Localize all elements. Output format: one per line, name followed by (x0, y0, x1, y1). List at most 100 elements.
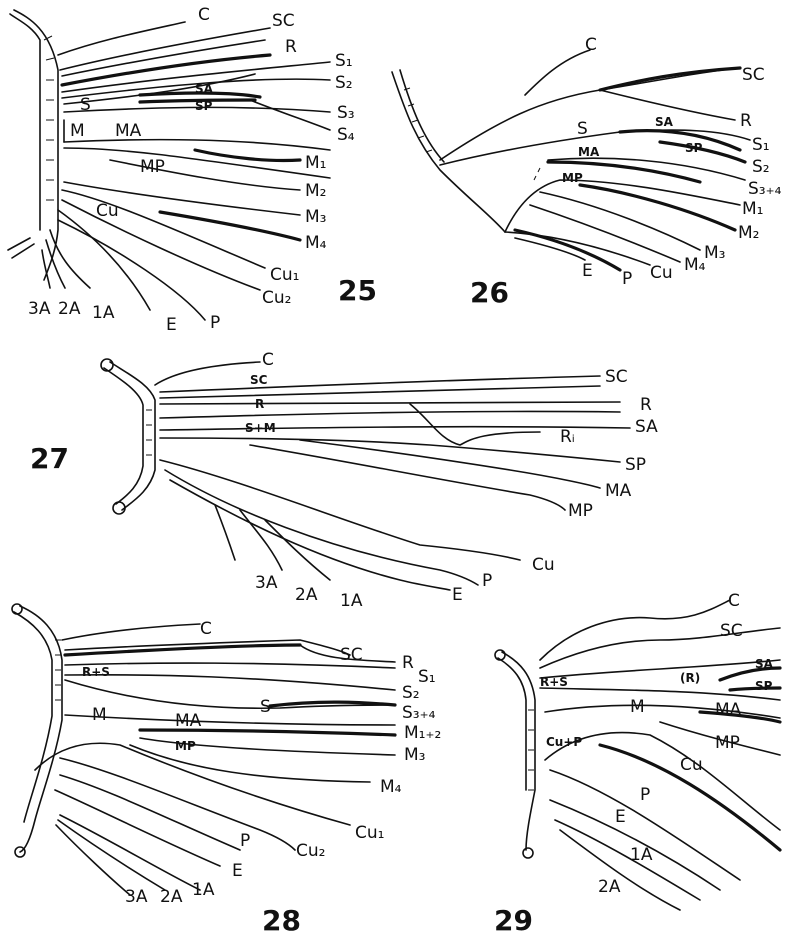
label-ma: MA (175, 711, 202, 731)
label-sp: SP (625, 455, 646, 475)
label-m3: M₃ (704, 243, 725, 263)
vein-1a (265, 520, 330, 580)
broken-stub (8, 238, 34, 258)
label-cu2: Cu₂ (262, 288, 291, 308)
vein-r-upper (160, 402, 620, 404)
figure-number-25: 25 (338, 274, 377, 307)
label-mp: MP (140, 157, 165, 177)
label-cu: Cu (532, 555, 555, 575)
vein-m12 (65, 715, 395, 725)
label-sa: SA (635, 417, 658, 437)
label-mp: MP (715, 733, 740, 753)
vein-r-lower (160, 411, 620, 418)
label-p: P (210, 313, 220, 333)
label-sa: SA (755, 657, 774, 671)
base-socket-bottom (523, 848, 533, 858)
label-c: C (198, 5, 210, 25)
vein-2a (560, 830, 680, 910)
label-e: E (615, 807, 626, 827)
label-3a: 3A (125, 887, 148, 907)
label-e: E (582, 261, 593, 281)
figure-27: C SC SC R R S+M Rᵢ SA SP MA MP Cu 3A 2A … (30, 350, 658, 611)
wing-base-inner (400, 70, 444, 162)
label-s: S (577, 119, 588, 139)
label-m4: M₄ (305, 233, 327, 253)
label-sa: SA (655, 115, 674, 129)
label-sc: SC (605, 367, 628, 387)
vein-c (540, 600, 730, 660)
vein-m4 (530, 205, 680, 262)
label-m3: M₃ (305, 207, 326, 227)
label-s2: S₂ (335, 73, 353, 93)
label-ri: Rᵢ (560, 427, 575, 447)
vein-ma (64, 140, 330, 150)
figure-25: C SC R S₁ S₂ SA SP S₃ S₄ S M MA MP M₁ M₂… (8, 5, 377, 335)
label-sc: SC (340, 645, 363, 665)
label-cu2: Cu₂ (296, 841, 325, 861)
base-hatching (146, 410, 152, 455)
label-m2: M₂ (738, 223, 759, 243)
label-cu1: Cu₁ (270, 265, 299, 285)
dotted-connector (534, 168, 540, 180)
figure-29: C SC R+S (R) SA SP M MA MP Cu+P Cu P E 1… (494, 591, 780, 937)
label-1a: 1A (92, 303, 115, 323)
label-e: E (232, 861, 243, 881)
label-s1: S₁ (335, 51, 353, 71)
label-mp: MP (175, 739, 196, 753)
label-s34: S₃₊₄ (748, 179, 782, 199)
vein-c (58, 22, 185, 55)
label-sp: SP (195, 99, 213, 113)
wing-base-inner (104, 368, 143, 504)
label-cu: Cu (96, 201, 119, 221)
vein-cu2 (60, 758, 295, 850)
label-s3: S₃ (337, 103, 355, 123)
vein-p (165, 470, 478, 585)
label-m4: M₄ (380, 777, 402, 797)
vein-1a (60, 815, 200, 890)
base-hatching (528, 710, 534, 790)
vein-sp (160, 438, 620, 462)
label-ma: MA (605, 481, 632, 501)
label-2a: 2A (160, 887, 183, 907)
vein-sc-upper (160, 376, 600, 392)
label-c: C (728, 591, 740, 611)
label-r: R (285, 37, 297, 57)
label-1a: 1A (630, 845, 653, 865)
figure-28: C SC R+S R S₁ S S₂ S₃₊₄ M MA M₁₊₂ MP M₃ … (12, 604, 441, 937)
vein-m3 (540, 192, 700, 250)
vein-cu1 (62, 190, 265, 268)
vein-m1 (195, 150, 300, 161)
label-ma: MA (715, 700, 742, 720)
label-m1: M₁ (305, 153, 326, 173)
vein-3a (56, 825, 130, 895)
figure-number-29: 29 (494, 904, 533, 937)
vein-2a (240, 510, 282, 570)
label-3a: 3A (255, 573, 278, 593)
label-2a: 2A (58, 299, 81, 319)
label-m4: M₄ (684, 255, 706, 275)
label-s: S (80, 95, 91, 115)
label-r: R (640, 395, 652, 415)
wing-base-inner (10, 14, 40, 230)
vein-s34 (65, 680, 395, 708)
label-r-inner: R (255, 397, 264, 411)
label-sc: SC (742, 65, 765, 85)
label-s: S (260, 697, 271, 717)
label-s34: S₃₊₄ (402, 703, 436, 723)
vein-mp (64, 148, 330, 178)
vein-sc (60, 28, 270, 70)
label-sp: SP (755, 679, 773, 693)
vein-sc-lower (160, 386, 600, 398)
label-m: M (92, 705, 107, 725)
label-rs: R+S (82, 665, 110, 679)
label-s2: S₂ (402, 683, 420, 703)
vein-c (62, 624, 200, 640)
vein-cu (160, 460, 520, 560)
label-m: M (630, 697, 645, 717)
label-1a: 1A (192, 880, 215, 900)
label-p: P (482, 571, 492, 591)
figure-number-26: 26 (470, 276, 509, 309)
label-m12: M₁₊₂ (404, 723, 441, 743)
label-r: R (402, 653, 414, 673)
